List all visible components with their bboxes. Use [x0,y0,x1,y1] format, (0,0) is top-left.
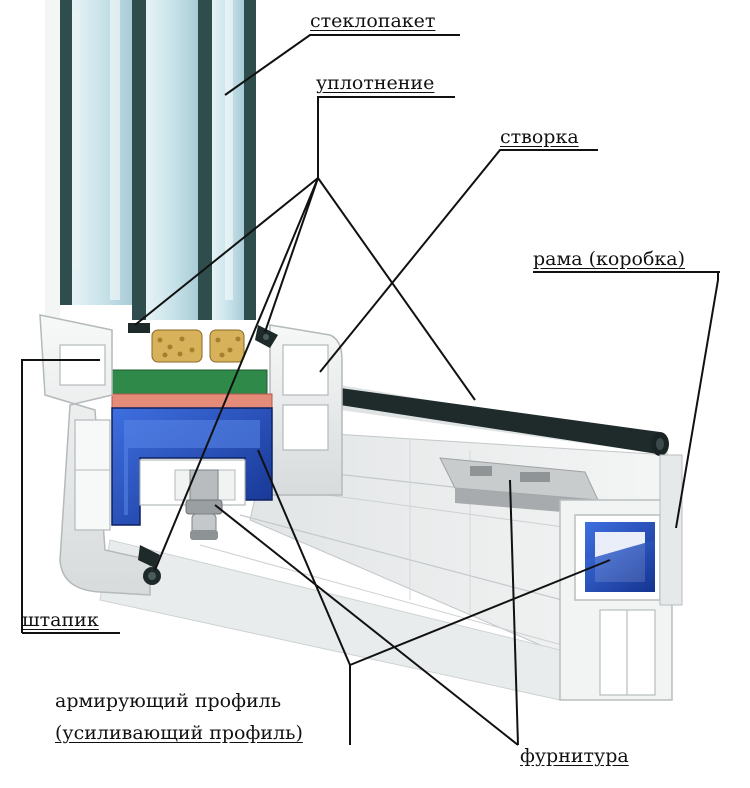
leader-reinforcing [257,449,351,666]
right-frame-section [559,454,683,701]
left-frame-section [39,314,161,596]
label-sash: створка [500,126,579,148]
leader-lines [21,34,720,746]
leader-sash [319,149,598,373]
label-frame: рама (коробка) [533,248,686,270]
label-glazing-bead: штапик [22,609,99,631]
leader-glass-unit [224,34,460,96]
leader-hardware [509,479,519,746]
glass-unit [45,0,256,363]
label-reinforcing-profile: армирующий профиль [55,690,282,712]
long-seal-strip [340,388,669,456]
label-glass-unit: стеклопакет [310,10,436,32]
leader-frame [675,271,720,529]
label-reinforcing-profile-alt: (усиливающий профиль) [55,722,303,744]
leader-seal [317,96,455,178]
reinforcing-profile [111,407,273,526]
leader-glazing-bead [21,359,100,633]
label-seal: уплотнение [316,72,435,94]
label-hardware: фурнитура [520,745,629,767]
hardware-pin [185,469,223,540]
